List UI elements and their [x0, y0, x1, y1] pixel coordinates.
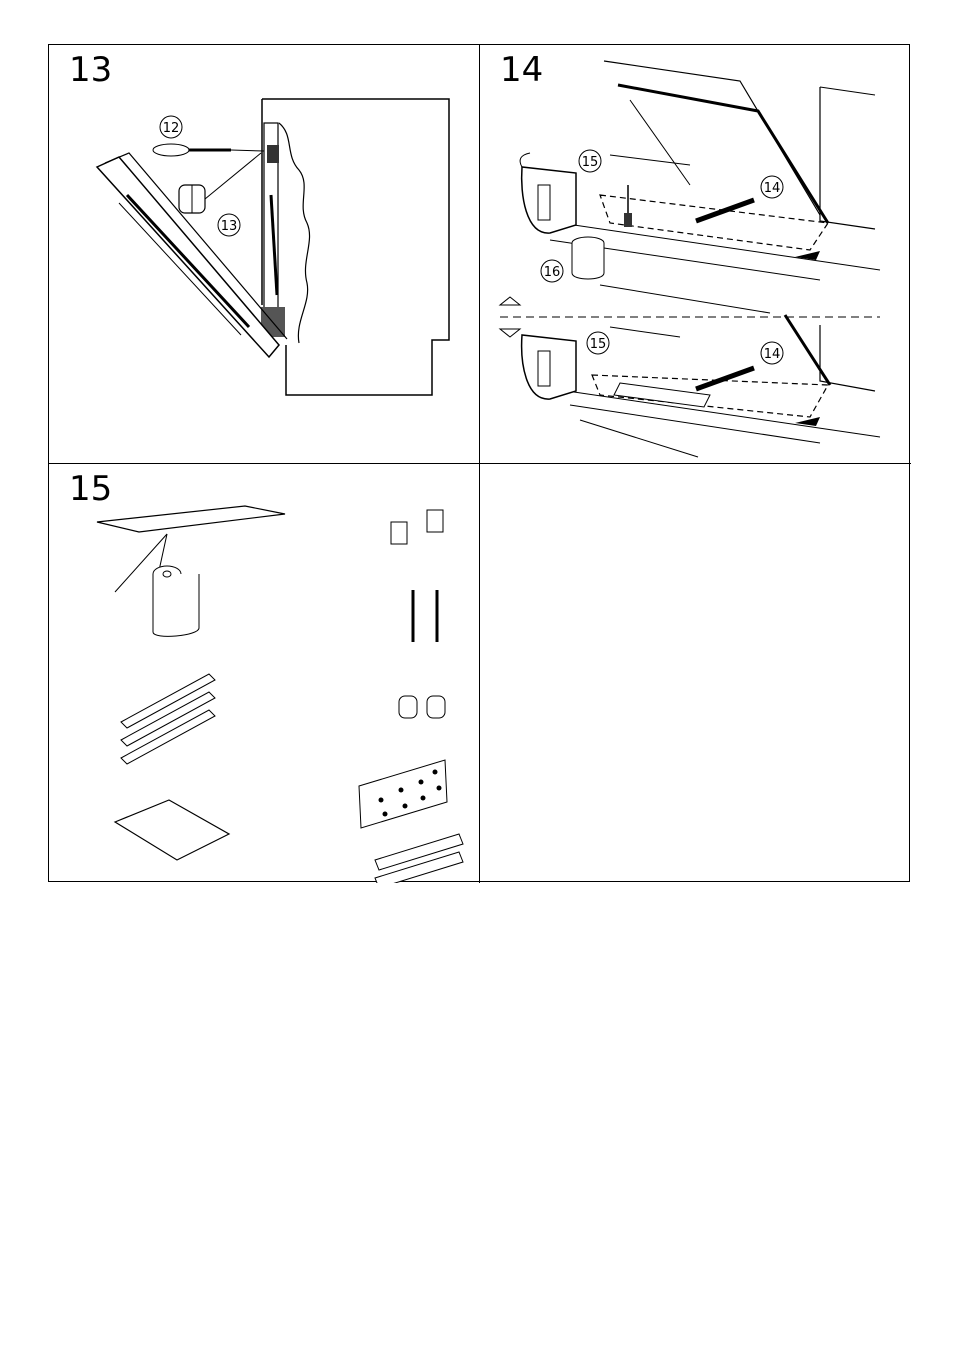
- step-13-panel: 13 12: [49, 45, 480, 464]
- step-14-illustration: 15 14 16 15 14: [480, 45, 911, 464]
- instruction-grid: 13 12: [48, 44, 910, 882]
- callout-12: 12: [163, 121, 180, 136]
- step-15-panel: 15: [49, 464, 480, 883]
- step-15-illustration: [49, 464, 480, 883]
- callout-14-lower: 14: [764, 347, 781, 362]
- step-14-panel: 14: [480, 45, 911, 464]
- empty-panel: [480, 464, 911, 883]
- callout-15-lower: 15: [590, 337, 607, 352]
- callout-14: 14: [764, 181, 781, 196]
- callout-15: 15: [582, 155, 599, 170]
- callout-13: 13: [221, 219, 238, 234]
- step-13-illustration: 12 13: [49, 45, 480, 464]
- callout-16: 16: [544, 265, 561, 280]
